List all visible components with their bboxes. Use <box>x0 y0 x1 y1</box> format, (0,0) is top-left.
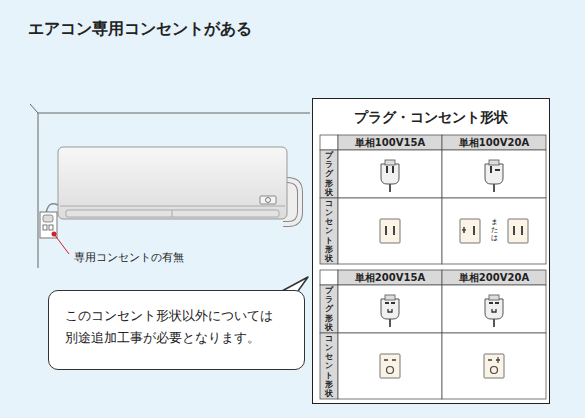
outlet-face <box>380 219 400 243</box>
plug-icon <box>485 295 503 327</box>
outlet-face <box>508 219 528 243</box>
plug-blade <box>391 302 395 304</box>
table-cell <box>442 135 546 150</box>
outlet-earth <box>387 367 394 374</box>
table-cell <box>338 150 442 198</box>
plug-cord <box>389 319 391 327</box>
plug-icon <box>381 295 399 327</box>
outlet-slot <box>49 225 53 230</box>
table-cell <box>338 198 442 264</box>
plug-icon <box>381 160 399 192</box>
panel-title: プラグ・コンセント形状 <box>354 109 508 127</box>
plug-cord <box>493 319 495 327</box>
outlet-slot <box>473 226 475 235</box>
table-cell <box>442 198 546 264</box>
table-cell <box>338 135 442 150</box>
table-cell <box>442 333 546 399</box>
plug-grip <box>489 295 499 300</box>
outlet-slot <box>497 357 498 363</box>
plug-body <box>381 164 399 184</box>
column-header: 単相100V20A <box>459 136 529 150</box>
plug-cord <box>389 184 391 192</box>
outlet-slot <box>393 226 395 235</box>
plug-earth <box>388 309 392 312</box>
outlet-slot <box>513 226 515 235</box>
outlet-slot <box>392 359 396 361</box>
callout-text: このコンセント形状以外については 別途追加工事が必要となります。 <box>65 305 288 349</box>
outlet-label: 専用コンセントの有無 <box>74 250 184 265</box>
column-header: 単相200V20A <box>459 271 529 285</box>
table-cell <box>442 285 546 333</box>
plug-blade <box>386 166 388 173</box>
plug-body <box>485 164 503 184</box>
plug-blade <box>489 302 493 304</box>
outlet-icon <box>508 219 528 243</box>
callout-tail <box>282 277 308 291</box>
outlet-icon <box>460 219 480 243</box>
table-cell <box>442 150 546 198</box>
plug-earth <box>492 309 496 312</box>
row-header: コンセント形状 <box>325 334 333 397</box>
outlet-face <box>484 354 504 378</box>
outlet-slot <box>43 225 47 230</box>
outlet-earth <box>491 367 498 374</box>
ac-unit-body <box>58 147 287 219</box>
outlet-slot <box>384 359 388 361</box>
table-cell <box>320 270 338 285</box>
plug-blade <box>385 302 389 304</box>
plug-grip <box>385 295 395 300</box>
table-cell <box>338 333 442 399</box>
plug-grip <box>385 160 395 165</box>
outlet-slot <box>462 227 466 233</box>
ac-louver-split <box>172 210 173 217</box>
table-cell <box>320 198 338 264</box>
outlet-icon <box>380 354 400 378</box>
wall-line <box>38 113 39 268</box>
plug-blade <box>495 302 499 304</box>
wall <box>30 104 310 268</box>
plug-blade <box>392 166 394 173</box>
table-cell <box>320 333 338 399</box>
outlet-face <box>460 219 480 243</box>
plug-body <box>485 299 503 319</box>
row-header: コンセント形状 <box>325 199 333 262</box>
ac-display <box>260 196 276 204</box>
table-cell <box>320 135 338 150</box>
outlet-slot <box>488 359 492 361</box>
outlet-slot <box>385 226 387 235</box>
row-header: プラグ形状 <box>325 286 333 331</box>
outlet-face <box>380 354 400 378</box>
wall-corner <box>30 104 38 113</box>
plug-body <box>381 299 399 319</box>
table-cell <box>442 270 546 285</box>
outlet-icon <box>484 354 504 378</box>
outlet-plug <box>43 215 53 222</box>
column-header: 単相200V15A <box>355 271 425 285</box>
plug-blade <box>495 169 500 171</box>
shape-table-panel: プラグ・コンセント形状単相100V15A単相100V20Aプラグ形状コンセント形… <box>312 98 550 404</box>
outlet-slot <box>521 226 523 235</box>
ac-louver-line <box>60 206 285 207</box>
callout-bubble: このコンセント形状以外については 別途追加工事が必要となります。 <box>48 290 305 370</box>
row-header: プラグ形状 <box>325 151 333 196</box>
plug-cord <box>493 184 495 192</box>
ceiling-line <box>38 113 310 114</box>
ac-louver <box>66 210 279 217</box>
table-cell <box>320 285 338 333</box>
table-cell <box>320 150 338 198</box>
ac-sensor <box>266 198 271 203</box>
column-header: 単相100V15A <box>355 136 425 150</box>
plug-icon <box>485 160 503 192</box>
plug-blade <box>490 166 492 173</box>
or-note: または <box>491 219 498 242</box>
table-cell <box>338 270 442 285</box>
leader-line <box>54 234 69 254</box>
outlet-icon <box>380 219 400 243</box>
plug-grip <box>489 160 499 165</box>
table-cell <box>338 285 442 333</box>
page-title: エアコン専用コンセントがある <box>28 19 252 40</box>
